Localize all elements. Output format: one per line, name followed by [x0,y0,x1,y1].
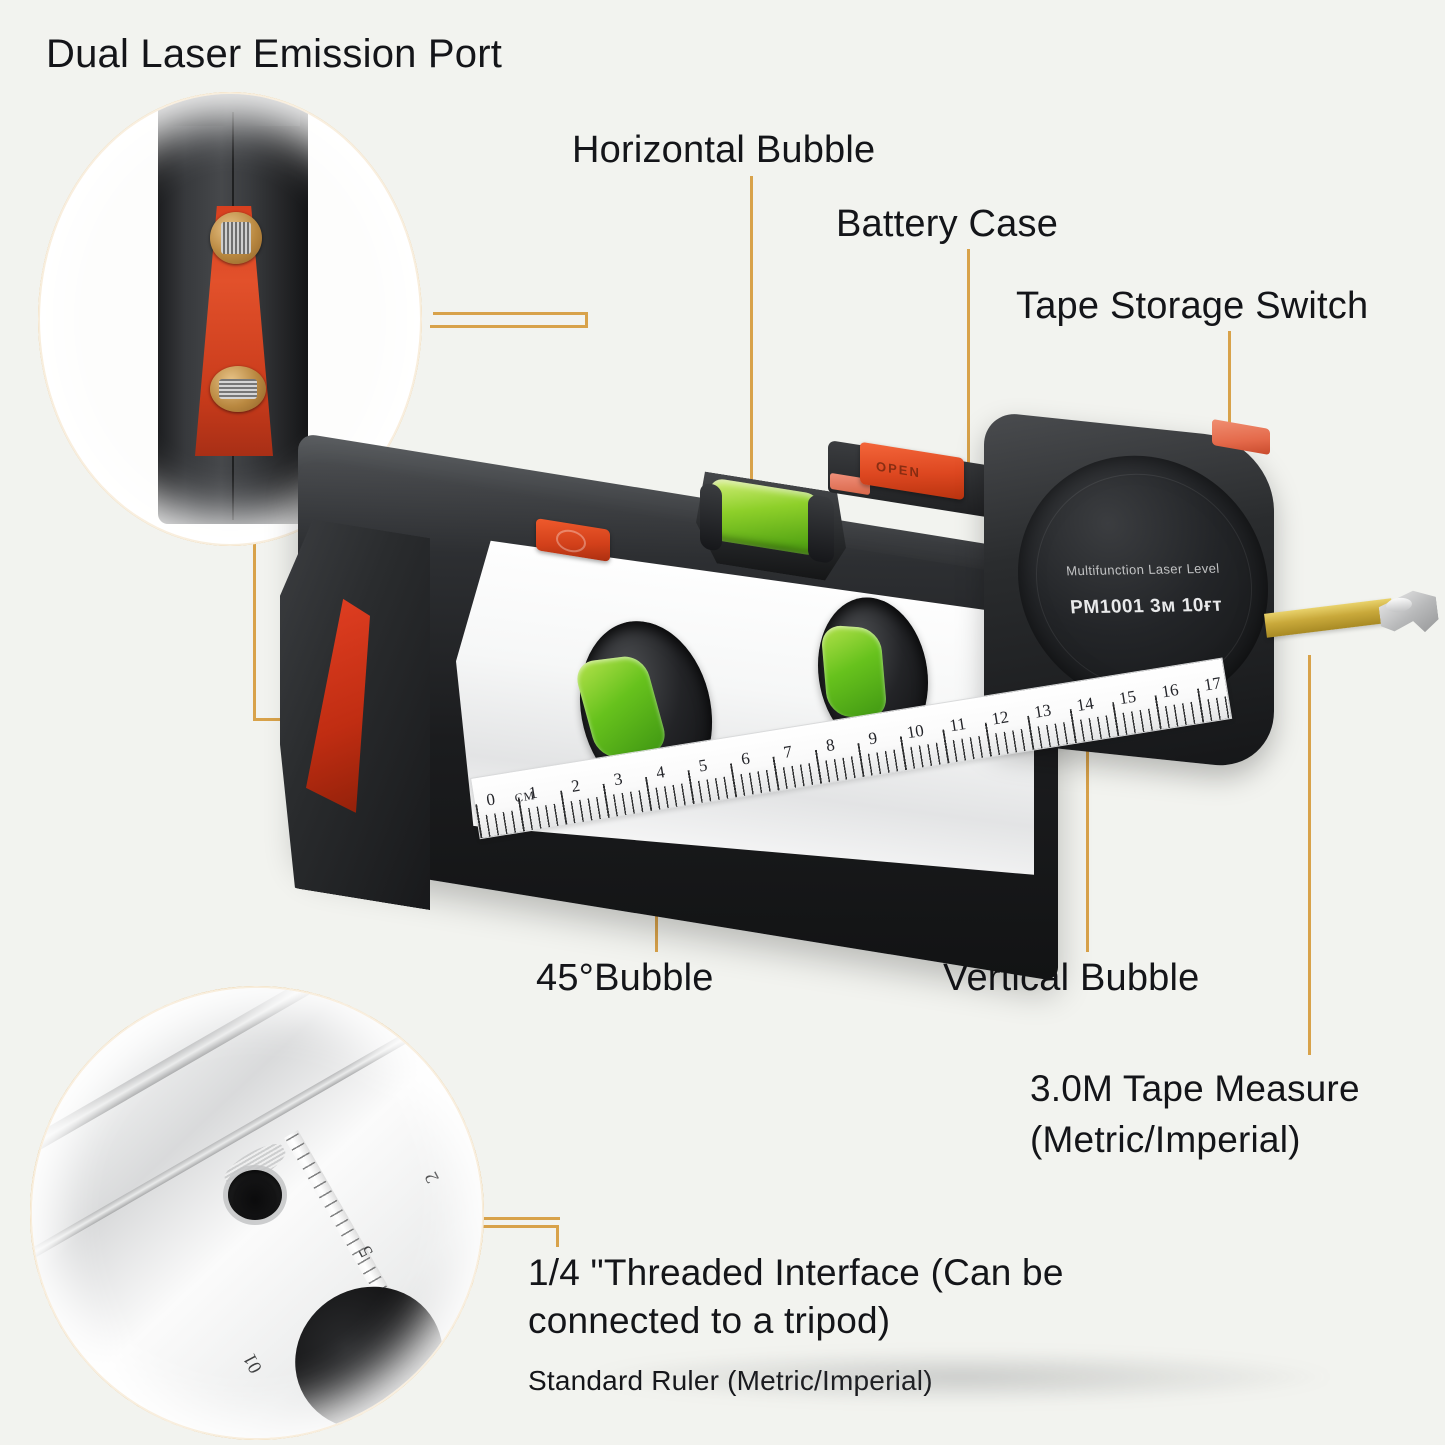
label-tape-measure-line1: 3.0M Tape Measure [1030,1068,1360,1109]
tape-measure-end-hook [1377,585,1441,648]
label-battery-case: Battery Case [836,203,1059,245]
laser-level-product: OPEN Multifunction Laser Level PM1001 3м… [280,410,1370,1404]
ruler-number: 12 [990,707,1011,729]
inset-threaded-interface: 2 5 01 [30,986,484,1440]
ruler-number: 1 [527,782,539,803]
leader-horizontal-bubble [750,176,753,544]
leader-threaded-h [479,1225,559,1228]
label-horizontal-bubble: Horizontal Bubble [572,129,876,171]
ruler-number: 13 [1032,700,1053,722]
ruler-number: 9 [867,728,879,749]
label-tape-measure-line2: (Metric/Imperial) [1030,1119,1301,1160]
leader-dual-laser-v1 [585,312,588,327]
ruler-number: 7 [782,741,794,762]
product-model-text: PM1001 3м 10ғт [1069,594,1224,619]
bubble-liquid-vertical [820,624,888,720]
ruler-number: 0 [484,789,497,810]
ruler-number: 15 [1117,686,1138,709]
product-shadow [580,1350,1340,1404]
ruler-number: 10 [905,720,926,743]
tape-measure-blade [1264,598,1394,638]
leader-threaded-h2 [472,1217,560,1220]
leader-battery-case [967,249,970,479]
leader-tape-measure [1308,655,1311,1055]
leader-tape-storage-switch [1228,331,1231,456]
product-brand-text: Multifunction Laser Level [1065,560,1221,579]
label-threaded-interface-line2: connected to a tripod) [528,1300,891,1341]
laser-emission-port-upper-icon [210,212,262,264]
label-45-degree-bubble: 45°Bubble [536,957,714,999]
ruler-number: 2 [569,775,582,796]
label-dual-laser-emission-port: Dual Laser Emission Port [46,32,503,76]
ruler-number: 3 [612,769,624,790]
leader-dual-laser-h2 [430,325,588,328]
ruler-number: 17 [1202,673,1223,695]
horizontal-vial-cap-right [808,493,834,565]
horizontal-vial-cap-left [700,482,722,552]
label-standard-ruler: Standard Ruler (Metric/Imperial) [528,1365,933,1396]
leader-threaded-v [556,1225,559,1247]
ruler-number: 8 [824,735,837,756]
tripod-thread-hole-icon [228,1170,282,1220]
ruler-number: 16 [1160,679,1180,702]
ruler-number: 5 [697,755,709,776]
ruler-number: 14 [1075,693,1095,716]
ruler-number: 6 [739,748,752,769]
label-threaded-interface-line1: 1/4 "Threaded Interface (Can be [528,1252,1064,1293]
leader-dual-laser-h1 [433,312,588,315]
laser-emission-port-lower-icon [210,366,266,412]
label-tape-storage-switch: Tape Storage Switch [1016,285,1369,327]
ruler-number: 11 [948,714,968,736]
ruler-number: 4 [654,762,667,783]
leader-vertical-bubble-v [1086,663,1089,952]
